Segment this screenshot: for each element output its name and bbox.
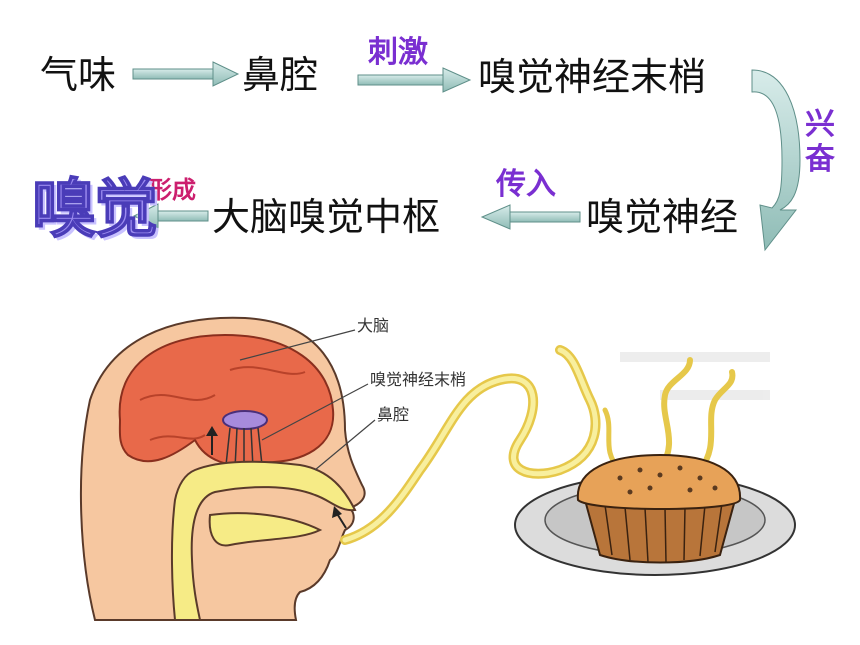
node-odor: 气味 [40, 53, 117, 97]
arrow-nasal-to-endings [357, 67, 472, 93]
node-olfactory-center: 大脑嗅觉中枢 [212, 195, 441, 239]
illus-label-nasal-cavity: 鼻腔 [377, 405, 410, 424]
arrow-center-to-smell [132, 203, 209, 229]
node-olfactory-nerve: 嗅觉神经 [586, 195, 739, 239]
cake-on-plate [514, 453, 796, 576]
illus-label-nerve-endings: 嗅觉神经末梢 [370, 370, 467, 389]
label-excite-1: 兴 [805, 107, 835, 142]
label-excite-2: 奋 [805, 141, 835, 177]
label-transmit: 传入 [496, 167, 556, 202]
olfactory-bulb [222, 410, 268, 430]
cake-base [583, 499, 737, 564]
arrow-nerve-to-center [480, 204, 581, 230]
illus-label-brain: 大脑 [357, 316, 390, 335]
label-stimulus: 刺激 [368, 35, 428, 70]
label-form: 形成 [148, 176, 196, 204]
node-nasal-cavity: 鼻腔 [242, 53, 319, 97]
arrow-curved-right [751, 69, 801, 252]
arrow-odor-to-nasal [132, 61, 240, 87]
head-cross-section [79, 316, 366, 621]
label-excite: 兴 奋 [800, 107, 840, 177]
nasal-passage [170, 460, 357, 621]
label-leaders [239, 329, 376, 471]
brain-shape [118, 333, 335, 466]
node-nerve-endings: 嗅觉神经末梢 [478, 55, 707, 99]
cake-top [576, 453, 742, 510]
word-art-smell: 嗅觉 [31, 173, 159, 247]
